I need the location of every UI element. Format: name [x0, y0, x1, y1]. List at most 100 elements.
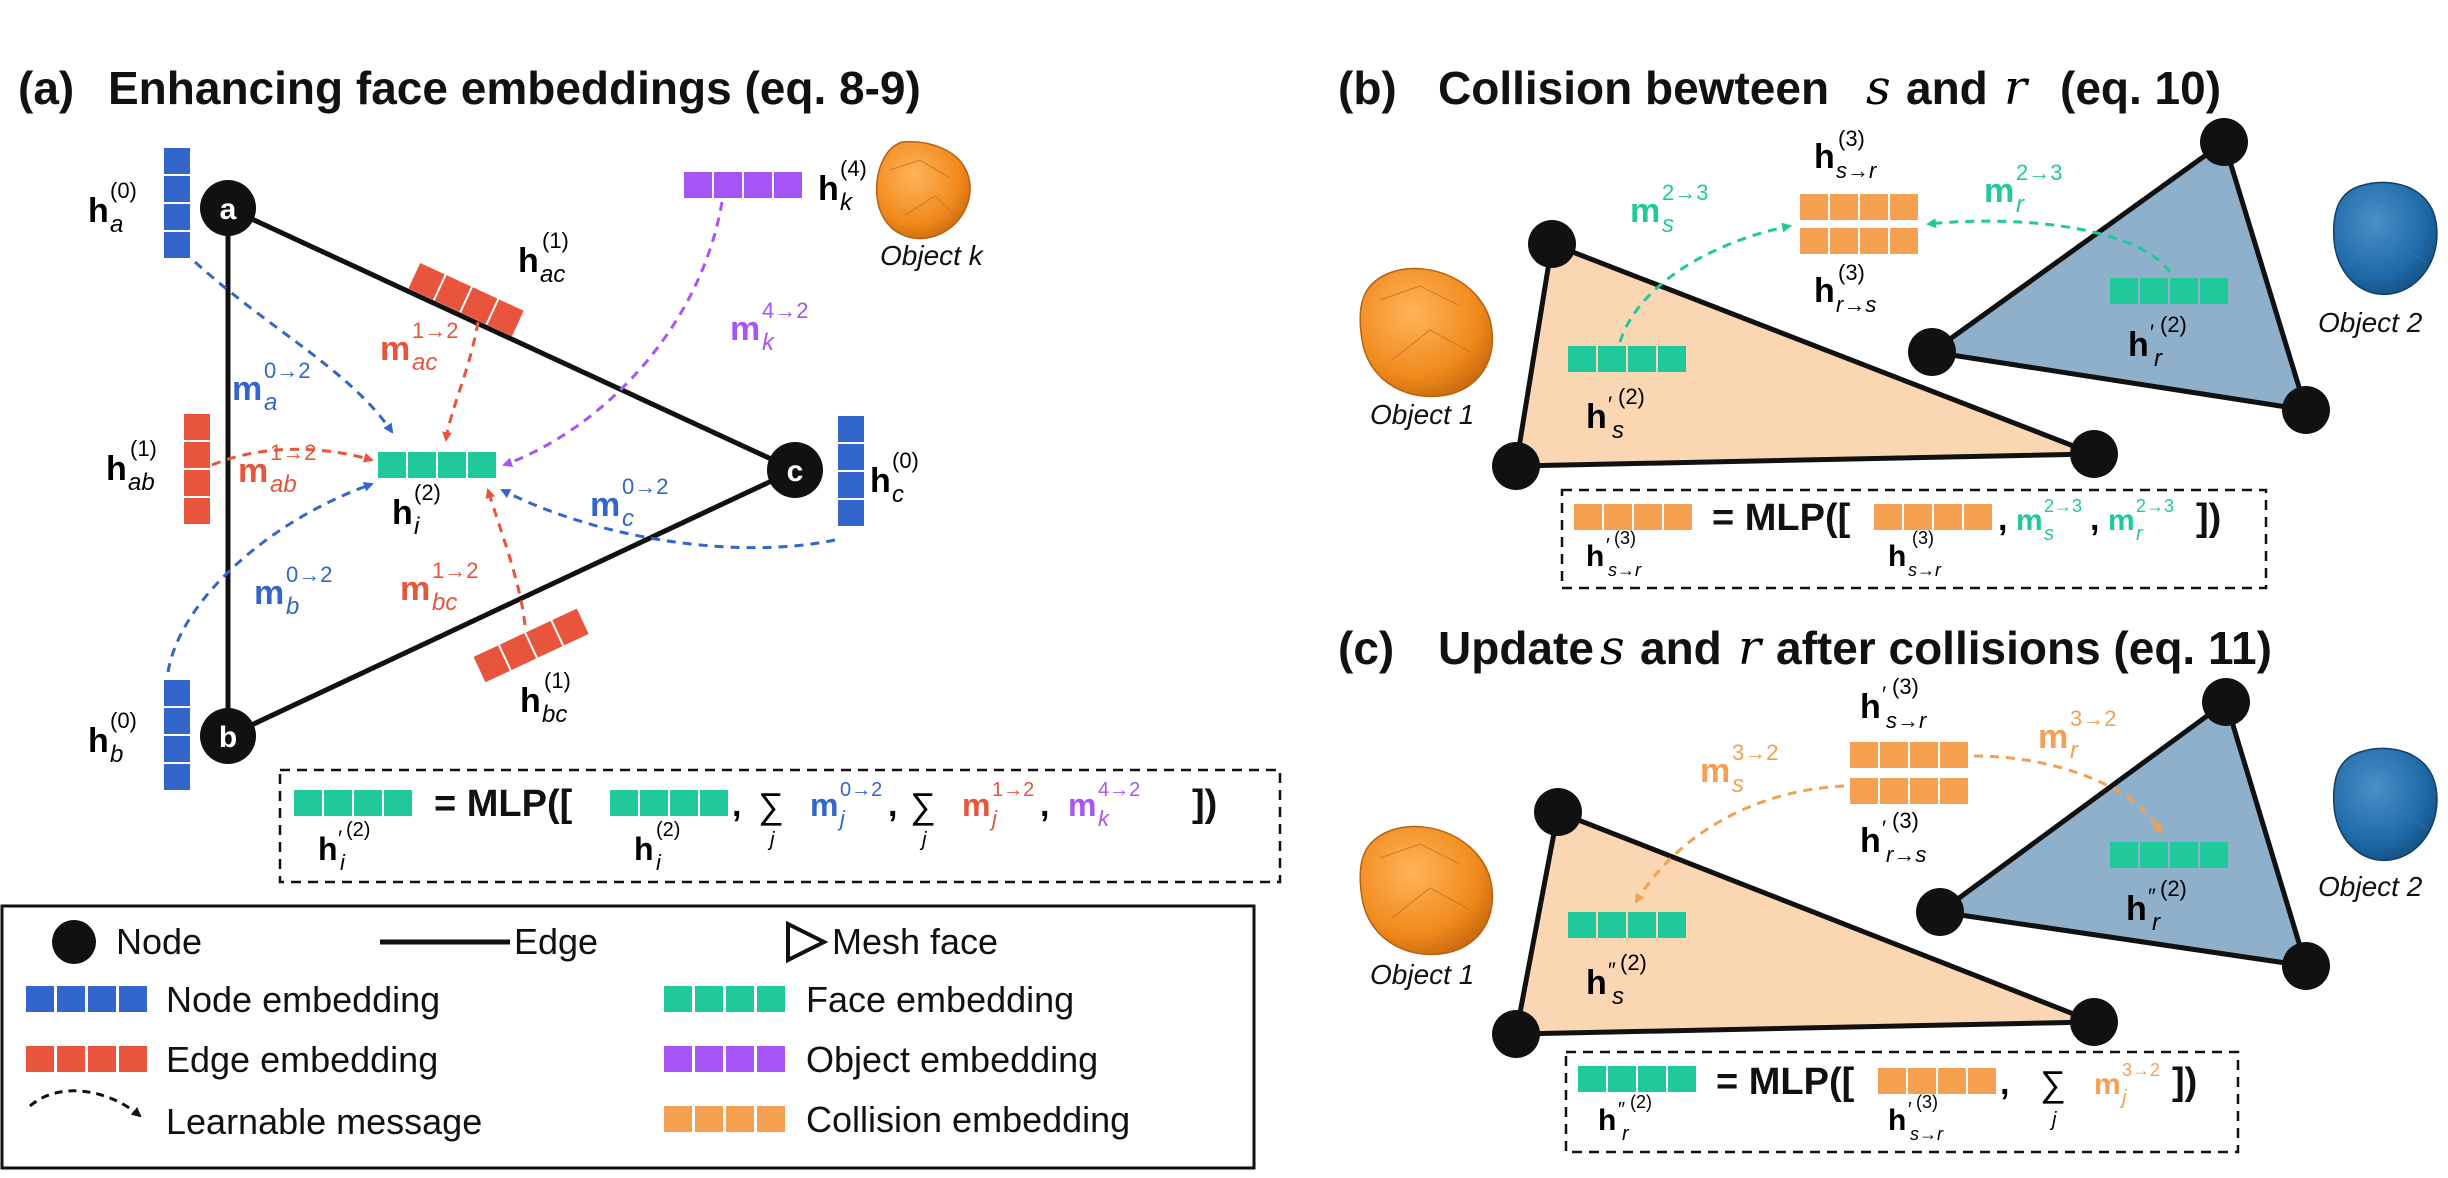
svg-text:r: r — [1622, 1123, 1630, 1145]
svg-text:m: m — [1984, 172, 2014, 210]
formula-box-c — [1564, 1050, 2240, 1154]
svg-text:m: m — [590, 486, 620, 524]
panel-a: (a) Enhancing face embeddings (eq. 8-9) — [18, 62, 1282, 884]
svg-text:1→2: 1→2 — [270, 440, 316, 465]
svg-text:s: s — [1612, 983, 1624, 1010]
triangle-s-updated — [1512, 808, 2095, 1037]
panel-c-object-1-label: Object 1 — [1370, 959, 1474, 990]
svg-text:h: h — [1888, 1104, 1906, 1137]
panel-c-title-r: r — [1738, 620, 1764, 676]
svg-text:(1): (1) — [542, 228, 569, 253]
edge-embedding-bc — [473, 608, 589, 683]
svg-text:(2): (2) — [346, 819, 370, 841]
svg-text:b: b — [286, 593, 299, 620]
svg-text:h: h — [318, 831, 338, 867]
svg-text:h: h — [1888, 540, 1906, 573]
svg-text:(0): (0) — [110, 178, 137, 203]
panel-a-prefix: (a) — [18, 62, 74, 114]
node-embedding-c — [838, 416, 864, 526]
svg-text:k: k — [1098, 806, 1110, 831]
triangle-r-updated — [1933, 697, 2310, 970]
svg-text:3→2: 3→2 — [1732, 740, 1778, 765]
svg-text:a: a — [264, 389, 277, 416]
formula-a-eq: = MLP([ — [434, 783, 573, 825]
message-r-arrow — [1926, 218, 2172, 273]
node-s1 — [1528, 220, 1576, 268]
svg-text:3→2: 3→2 — [2070, 706, 2116, 731]
svg-text:b: b — [110, 741, 123, 768]
svg-text:(3): (3) — [1614, 528, 1636, 548]
svg-text:(4): (4) — [840, 156, 867, 181]
svg-text:,: , — [888, 786, 897, 824]
node-r3 — [2282, 386, 2330, 434]
node-a: a — [200, 180, 256, 236]
svg-text:4→2: 4→2 — [762, 298, 808, 323]
svg-text:r: r — [2152, 909, 2161, 936]
message-ac-arrow — [442, 321, 480, 442]
svg-text:2→3: 2→3 — [2136, 496, 2174, 516]
svg-text:h: h — [2126, 890, 2147, 928]
edge-ac — [226, 205, 797, 473]
panel-c-title-1: Update — [1438, 622, 1594, 674]
collision-embedding-r-to-s — [1800, 228, 1918, 254]
svg-text:,: , — [2000, 1064, 2009, 1102]
svg-text:h: h — [1814, 272, 1835, 310]
svg-text:h: h — [106, 450, 127, 488]
svg-text:′: ′ — [1882, 816, 1886, 841]
svg-text:h: h — [520, 682, 541, 720]
svg-text:m: m — [238, 452, 268, 490]
formula-c-eq: = MLP([ — [1716, 1061, 1855, 1103]
node-c: c — [767, 442, 823, 498]
legend-node-embedding-swatch — [26, 986, 147, 1012]
svg-text:m: m — [1630, 192, 1660, 230]
object-2-updated-blob-icon — [2332, 747, 2438, 862]
formula-c-output-label: h″r(2) — [1598, 1092, 1652, 1145]
svg-text:∑: ∑ — [2040, 1063, 2066, 1104]
svg-text:r: r — [2070, 737, 2079, 764]
svg-text:m: m — [2108, 504, 2135, 537]
svg-text:s→r: s→r — [1836, 158, 1878, 183]
label-h-r-to-s-3-prime: h′r→s(3) — [1860, 808, 1926, 867]
svg-text:j: j — [2049, 1109, 2057, 1131]
message-s-3-2-arrow — [1634, 784, 1845, 904]
edge-embedding-ab — [184, 414, 210, 524]
svg-text:3→2: 3→2 — [2122, 1060, 2160, 1080]
svg-text:r: r — [2136, 523, 2144, 545]
object-1-blob-icon — [1359, 267, 1494, 398]
svg-text:j: j — [2119, 1087, 2127, 1109]
node-s3 — [2070, 430, 2118, 478]
svg-text:h: h — [634, 831, 654, 867]
face-embedding-s — [1568, 346, 1686, 372]
message-r-3-2-arrow — [1973, 754, 2162, 834]
svg-text:h: h — [1598, 1104, 1616, 1137]
node-r2-updated — [1916, 888, 1964, 936]
svg-text:h: h — [1586, 540, 1604, 573]
svg-text:(3): (3) — [1838, 260, 1865, 285]
svg-text:,: , — [1998, 500, 2007, 538]
svg-text:ab: ab — [128, 469, 155, 496]
svg-text:(2): (2) — [656, 819, 680, 841]
svg-text:m: m — [2038, 718, 2068, 756]
legend-face-embedding: Face embedding — [806, 979, 1074, 1020]
collision-embedding-s-to-r — [1800, 194, 1918, 220]
svg-text:r: r — [2154, 345, 2163, 372]
svg-text:bc: bc — [542, 701, 567, 728]
formula-b-eq: = MLP([ — [1712, 497, 1851, 539]
svg-text:(2): (2) — [414, 480, 441, 505]
message-bc-arrow — [485, 488, 527, 626]
svg-text:ac: ac — [540, 261, 565, 288]
svg-text:s: s — [2044, 523, 2054, 545]
svg-text:(2): (2) — [1630, 1092, 1652, 1112]
panel-c-title-2: after collisions (eq. 11) — [1776, 622, 2272, 674]
formula-box-b — [1560, 488, 2268, 590]
